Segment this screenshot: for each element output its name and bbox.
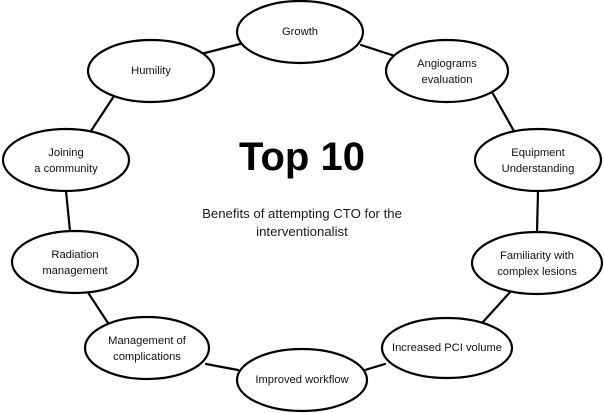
connector-joining-a-community-to-humility xyxy=(87,94,116,136)
node-shape-angiograms-evaluation[interactable] xyxy=(384,38,510,104)
node-label-line2-radiation-management: management xyxy=(42,265,108,277)
node-label-management-of-complications: Management of xyxy=(108,335,187,347)
connector-layer xyxy=(64,42,540,372)
node-joining-a-community[interactable]: Joining a community xyxy=(1,127,131,193)
node-radiation-management[interactable]: Radiation management xyxy=(10,229,140,295)
node-shape-improved-workflow[interactable] xyxy=(235,347,369,413)
node-label-growth: Growth xyxy=(282,26,318,38)
connector-increased-pci-volume-to-improved-workflow xyxy=(363,362,387,372)
node-label-line2-management-of-complications: complications xyxy=(113,351,181,363)
node-shape-familiarity-complex-lesions[interactable] xyxy=(470,230,604,296)
center-title: Top 10 xyxy=(239,135,365,179)
node-label-increased-pci-volume: Increased PCI volume xyxy=(392,342,502,354)
node-label-radiation-management: Radiation xyxy=(51,249,98,261)
node-shape-humility[interactable] xyxy=(86,38,216,104)
center-subtitle-line-2: interventionalist xyxy=(256,224,348,239)
node-label-line2-familiarity-complex-lesions: complex lesions xyxy=(497,266,577,278)
node-label-humility: Humility xyxy=(131,65,171,77)
connector-angiograms-evaluation-to-equipment-understanding xyxy=(490,90,517,135)
node-label-line2-angiograms-evaluation: evaluation xyxy=(421,74,472,86)
connector-growth-to-angiograms-evaluation xyxy=(359,43,397,58)
node-shape-management-of-complications[interactable] xyxy=(83,315,211,381)
node-management-of-complications[interactable]: Management of complications xyxy=(83,315,211,381)
connector-management-of-complications-to-radiation-management xyxy=(85,289,110,325)
connector-radiation-management-to-joining-a-community xyxy=(64,189,72,233)
node-shape-increased-pci-volume[interactable] xyxy=(380,316,514,380)
node-shape-radiation-management[interactable] xyxy=(10,229,140,295)
center-text-group: Top 10 Benefits of attempting CTO for th… xyxy=(202,135,402,239)
node-shape-equipment-understanding[interactable] xyxy=(473,127,603,193)
node-label-equipment-understanding: Equipment xyxy=(511,147,565,159)
node-shape-growth[interactable] xyxy=(235,0,365,65)
node-label-line2-equipment-understanding: Understanding xyxy=(502,163,575,175)
node-growth[interactable]: Growth xyxy=(235,0,365,65)
node-familiarity-complex-lesions[interactable]: Familiarity with complex lesions xyxy=(470,230,604,296)
node-angiograms-evaluation[interactable]: Angiograms evaluation xyxy=(384,38,510,104)
node-increased-pci-volume[interactable]: Increased PCI volume xyxy=(380,316,514,380)
node-label-line2-joining-a-community: a community xyxy=(34,163,98,175)
connector-improved-workflow-to-management-of-complications xyxy=(204,362,240,372)
node-improved-workflow[interactable]: Improved workflow xyxy=(235,347,369,413)
node-humility[interactable]: Humility xyxy=(86,38,216,104)
center-subtitle-line-1: Benefits of attempting CTO for the xyxy=(202,206,402,221)
connector-familiarity-complex-lesions-to-increased-pci-volume xyxy=(481,288,514,324)
node-label-familiarity-complex-lesions: Familiarity with xyxy=(500,250,574,262)
node-shape-joining-a-community[interactable] xyxy=(1,127,131,193)
node-label-joining-a-community: Joining xyxy=(48,147,83,159)
node-label-angiograms-evaluation: Angiograms xyxy=(417,58,477,70)
node-label-improved-workflow: Improved workflow xyxy=(255,374,349,386)
connector-equipment-understanding-to-familiarity-complex-lesions xyxy=(535,189,540,234)
